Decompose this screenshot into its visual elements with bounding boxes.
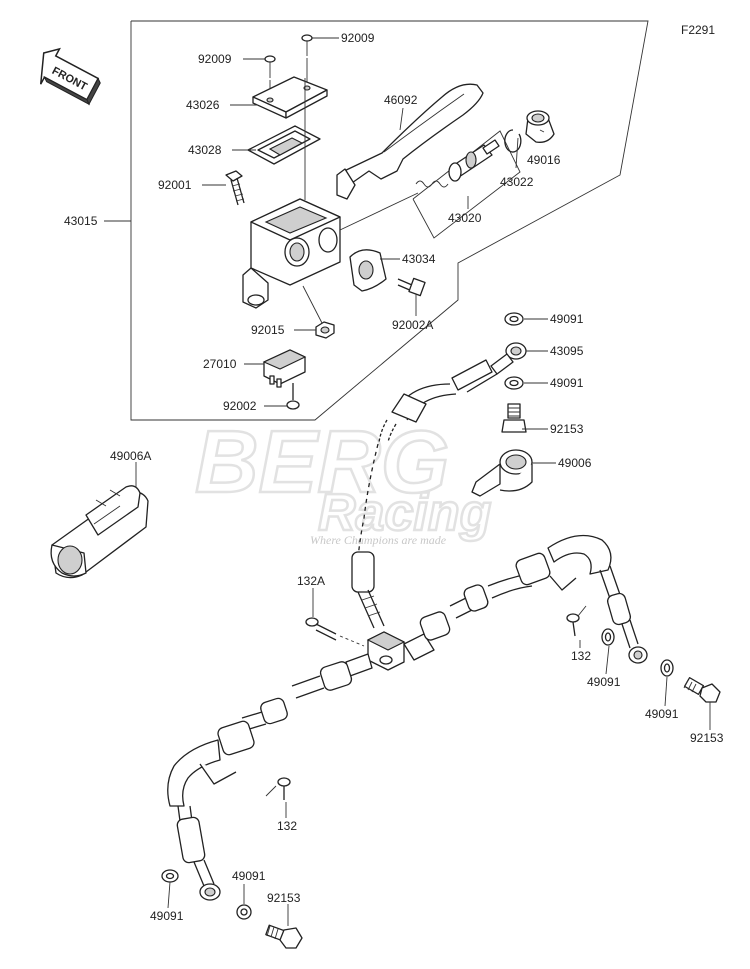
watermark-brand: BERG: [195, 412, 449, 511]
label-92009-left: 92009: [198, 52, 232, 66]
label-92015: 92015: [251, 323, 285, 337]
fitting-49006: [471, 449, 533, 497]
leader-lines: [104, 37, 711, 926]
master-cylinder-body: [242, 78, 419, 324]
part-labels: 92009 92009 43026 43028 92001 43015 4609…: [64, 31, 724, 923]
label-92001: 92001: [158, 178, 192, 192]
label-43015: 43015: [64, 214, 98, 228]
lever-46092: [336, 83, 484, 200]
vertical-hose: [351, 551, 385, 629]
screw-92002: [286, 383, 300, 410]
bolt-92001: [225, 170, 245, 206]
reservoir-49006A: [50, 462, 149, 579]
label-43028: 43028: [188, 143, 222, 157]
label-49091-top: 49091: [550, 312, 584, 326]
label-43022: 43022: [500, 175, 534, 189]
label-92153-right: 92153: [690, 731, 724, 745]
junction-block: [366, 631, 406, 671]
label-132-left: 132: [277, 819, 297, 833]
label-49091-right-b: 49091: [645, 707, 679, 721]
label-92153-top: 92153: [550, 422, 584, 436]
assembly-outline: [130, 20, 649, 421]
label-43026: 43026: [186, 98, 220, 112]
label-49016: 49016: [527, 153, 561, 167]
label-49091-right-a: 49091: [587, 675, 621, 689]
label-92002: 92002: [223, 399, 257, 413]
label-92153-bottom: 92153: [267, 891, 301, 905]
label-27010: 27010: [203, 357, 237, 371]
washer-49091-bottom-a: [161, 869, 179, 883]
label-49006: 49006: [558, 456, 592, 470]
washer-49091-right-b: [660, 659, 674, 677]
left-branch-hose: [167, 653, 373, 901]
label-43020: 43020: [448, 211, 482, 225]
watermark: BERG Racing Where Champions are made: [194, 411, 493, 547]
watermark-sub: Racing: [318, 484, 491, 542]
diaphragm-43028: [247, 125, 321, 165]
label-49006A: 49006A: [110, 449, 151, 463]
front-arrow-icon: FRONT: [39, 47, 101, 106]
boot-49016: [525, 110, 555, 143]
label-43034: 43034: [402, 252, 436, 266]
washer-49091-mid: [504, 376, 524, 390]
screw-92009-left: [264, 55, 276, 78]
piston-kit-43020: [412, 130, 521, 239]
watermark-tagline: Where Champions are made: [310, 533, 447, 547]
label-43095: 43095: [550, 344, 584, 358]
screw-92009-right: [301, 34, 313, 56]
washer-49091-right-a: [601, 628, 615, 646]
washer-49091-bottom-b: [236, 904, 252, 920]
label-49091-mid: 49091: [550, 376, 584, 390]
bolt-92153-bottom: [265, 924, 303, 949]
label-132A: 132A: [297, 574, 325, 588]
washer-49091-top: [504, 312, 524, 326]
label-49091-bottom-b: 49091: [232, 869, 266, 883]
circlip-43022: [504, 129, 522, 153]
right-branch-hose: [403, 534, 648, 664]
reservoir-cap-43026: [252, 76, 328, 119]
bolt-132A: [305, 617, 365, 647]
switch-27010: [262, 349, 307, 388]
label-132-right: 132: [571, 649, 591, 663]
bolt-92002A: [397, 277, 426, 297]
banjo-43095: [490, 342, 527, 375]
figure-code: F2291: [681, 23, 715, 37]
upper-hose: [357, 359, 498, 559]
bolt-92153-top: [501, 403, 527, 433]
label-46092: 46092: [384, 93, 418, 107]
bolt-132-right: [566, 605, 587, 637]
label-92002A: 92002A: [392, 318, 433, 332]
nut-92015: [315, 321, 335, 339]
bolt-132-left: [265, 777, 291, 800]
label-92009-right: 92009: [341, 31, 375, 45]
holder-43034: [349, 249, 387, 292]
bolt-92153-right: [683, 677, 721, 703]
label-49091-bottom-a: 49091: [150, 909, 184, 923]
